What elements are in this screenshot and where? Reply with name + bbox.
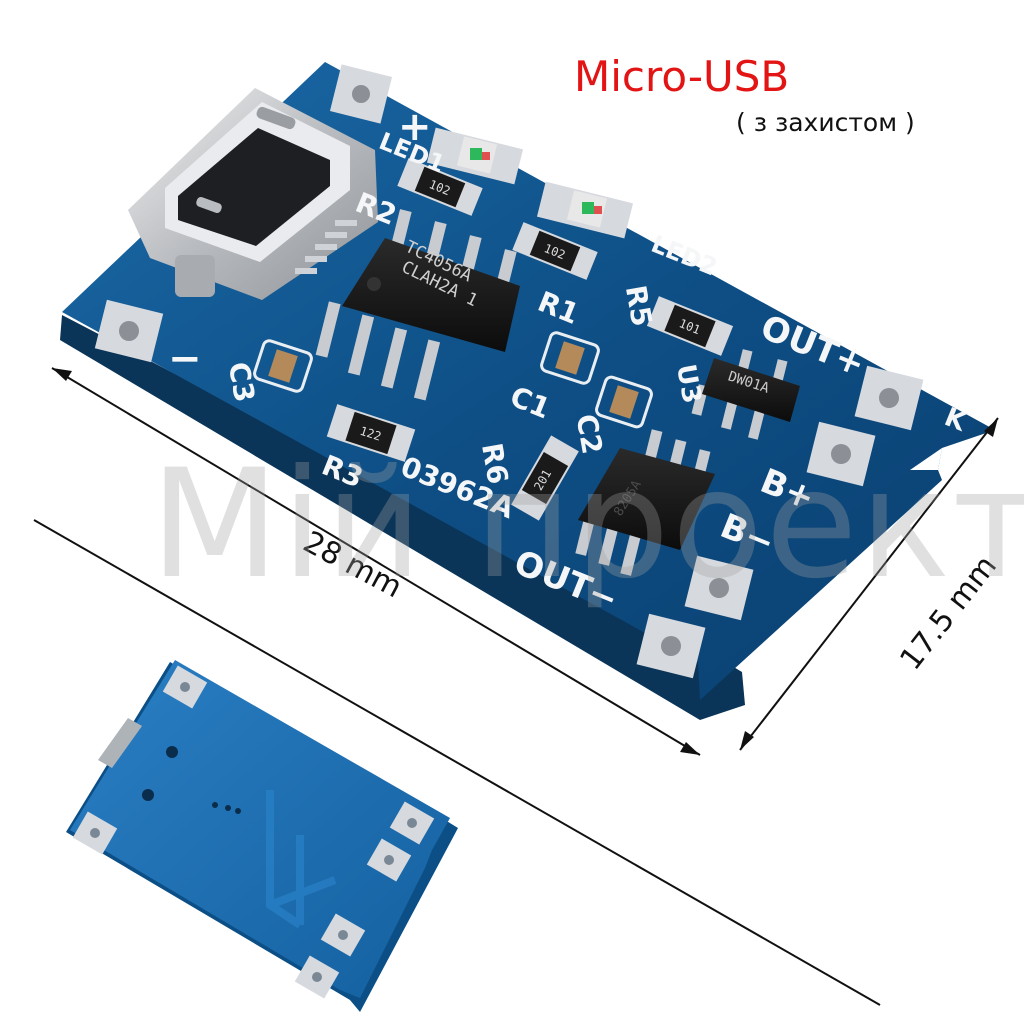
pad-out-minus xyxy=(636,613,706,679)
led-1 xyxy=(426,127,524,185)
resistor-r2: 102 xyxy=(397,158,483,216)
micro-usb-connector xyxy=(128,88,378,300)
capacitor-c3 xyxy=(253,339,313,393)
capacitor-c2 xyxy=(595,375,653,429)
label-r5: R5 xyxy=(619,283,659,329)
back-usb-tab xyxy=(98,718,142,768)
pad-b-plus xyxy=(806,421,876,487)
capacitor-c1 xyxy=(540,331,600,385)
charger-ic: TC4056A CLAH2A 1 xyxy=(315,209,520,401)
resistor-r5: 101 xyxy=(646,296,734,356)
label-r6: R6 xyxy=(475,441,515,487)
title: Micro-USB xyxy=(574,52,790,101)
label-c3: C3 xyxy=(222,360,261,405)
pad-top-left xyxy=(329,64,393,124)
board-notch xyxy=(910,448,942,470)
diagonal-guide-line xyxy=(33,519,881,1006)
resistor-r3-code: 122 xyxy=(358,424,383,444)
mosfet-ic: 8205A xyxy=(575,429,715,576)
back-vias xyxy=(142,746,241,814)
board-edge xyxy=(60,315,745,720)
subtitle: ( з захистом ) xyxy=(736,108,915,137)
resistor-r3: 122 xyxy=(326,404,416,462)
resistor-r1: 102 xyxy=(512,222,598,280)
back-trace xyxy=(266,790,337,929)
resistor-r6: 201 xyxy=(511,435,579,521)
watermark: Мій проект xyxy=(150,438,1024,612)
pad-out-plus xyxy=(854,365,924,431)
label-c2: C2 xyxy=(569,412,608,457)
pad-minus xyxy=(94,299,164,363)
label-u3: U3 xyxy=(670,362,706,406)
led-2 xyxy=(536,181,634,239)
back-board-surface xyxy=(70,660,450,998)
label-minus: − xyxy=(168,336,202,382)
back-board xyxy=(66,660,458,1012)
pad-b-minus xyxy=(684,555,754,621)
front-board: TC4056A CLAH2A 1 DW01A xyxy=(60,62,995,720)
label-plus: + xyxy=(398,104,432,150)
